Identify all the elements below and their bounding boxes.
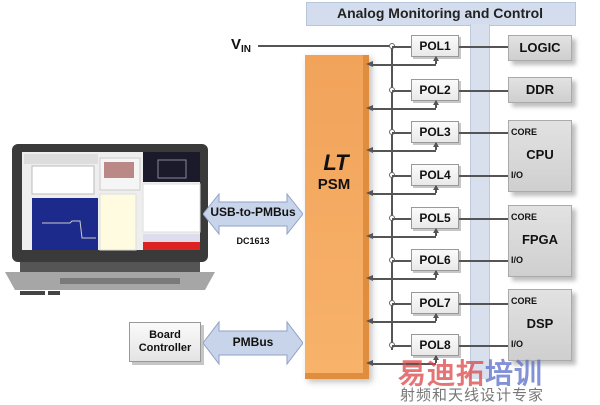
pol-up-arrow-icon xyxy=(433,313,439,318)
cpu-core-label: CORE xyxy=(511,127,538,137)
pol-up-arrow-icon xyxy=(433,100,439,105)
cpu-io-label: I/O xyxy=(511,170,524,180)
pol-1: POL1 xyxy=(411,35,459,57)
load-dsp: CORE DSP I/O xyxy=(508,289,572,361)
psm-label: PSM xyxy=(317,176,351,193)
load-cpu: CORE CPU I/O xyxy=(508,120,572,192)
pol-4: POL4 xyxy=(411,164,459,186)
dc1613-label: DC1613 xyxy=(236,236,270,246)
watermark-logo: 易迪拓培训 xyxy=(398,358,544,389)
feedback-arrow-icon xyxy=(366,190,373,196)
psm-block xyxy=(305,55,369,379)
pol-output-line xyxy=(459,46,508,48)
vin-bus xyxy=(391,45,393,350)
feedback-line xyxy=(372,193,436,195)
pol-output-line xyxy=(459,260,508,262)
feedback-arrow-icon xyxy=(366,147,373,153)
pol-2: POL2 xyxy=(411,79,459,101)
load-logic: LOGIC xyxy=(508,35,572,61)
header-bar xyxy=(306,2,576,26)
feedback-arrow-icon xyxy=(366,318,373,324)
pol-up-arrow-icon xyxy=(433,185,439,190)
laptop-icon xyxy=(5,144,215,295)
feedback-line xyxy=(372,150,436,152)
fpga-io-label: I/O xyxy=(511,255,524,265)
feedback-arrow-icon xyxy=(366,360,373,366)
feedback-line xyxy=(372,64,436,66)
usb-to-pmbus-arrow xyxy=(203,192,303,236)
feedback-arrow-icon xyxy=(366,61,373,67)
pol-output-line xyxy=(459,345,508,347)
watermark-tagline: 射频和天线设计专家 xyxy=(400,386,545,404)
vin-branch-line xyxy=(392,175,411,177)
pol-up-arrow-icon xyxy=(433,355,439,360)
pol-output-line xyxy=(459,132,508,134)
pol-output-line xyxy=(459,90,508,92)
load-fpga: CORE FPGA I/O xyxy=(508,205,572,277)
feedback-line xyxy=(372,363,436,365)
feedback-line xyxy=(372,278,436,280)
pol-output-line xyxy=(459,218,508,220)
pol-up-arrow-icon xyxy=(433,270,439,275)
pol-6: POL6 xyxy=(411,249,459,271)
feedback-arrow-icon xyxy=(366,275,373,281)
dsp-label: DSP xyxy=(526,316,554,331)
cpu-label: CPU xyxy=(526,147,554,162)
vin-branch-line xyxy=(392,303,411,305)
pol-output-line xyxy=(459,303,508,305)
vin-branch-line xyxy=(392,132,411,134)
vin-branch-line xyxy=(392,260,411,262)
board-controller: Board Controller xyxy=(129,322,201,362)
board-controller-line2: Controller xyxy=(138,342,192,354)
diagram-title: Analog Monitoring and Control xyxy=(336,5,544,21)
vin-branch-line xyxy=(392,90,411,92)
pol-output-line xyxy=(459,175,508,177)
pol-up-arrow-icon xyxy=(433,142,439,147)
vin-branch-line xyxy=(392,46,411,48)
dsp-core-label: CORE xyxy=(511,296,538,306)
usb-to-pmbus-label: USB-to-PMBus xyxy=(210,205,296,219)
pol-up-arrow-icon xyxy=(433,228,439,233)
feedback-arrow-icon xyxy=(366,233,373,239)
vin-line xyxy=(258,45,392,47)
vin-label: VIN xyxy=(231,36,252,55)
load-ddr-label: DDR xyxy=(525,82,555,97)
monitoring-bus-strip xyxy=(470,24,490,379)
vin-branch-line xyxy=(392,345,411,347)
dsp-io-label: I/O xyxy=(511,339,524,349)
pmbus-arrow xyxy=(203,320,303,366)
pol-7: POL7 xyxy=(411,292,459,314)
vin-branch-line xyxy=(392,218,411,220)
pol-5: POL5 xyxy=(411,207,459,229)
feedback-line xyxy=(372,321,436,323)
fpga-label: FPGA xyxy=(521,232,559,247)
load-ddr: DDR xyxy=(508,77,572,103)
board-controller-line1: Board xyxy=(149,329,181,341)
feedback-line xyxy=(372,236,436,238)
feedback-arrow-icon xyxy=(366,105,373,111)
feedback-line xyxy=(372,108,436,110)
pol-3: POL3 xyxy=(411,121,459,143)
load-logic-label: LOGIC xyxy=(519,40,561,55)
lt-logo-icon: LT xyxy=(323,150,349,175)
pmbus-label: PMBus xyxy=(232,335,274,349)
pol-up-arrow-icon xyxy=(433,56,439,61)
fpga-core-label: CORE xyxy=(511,212,538,222)
